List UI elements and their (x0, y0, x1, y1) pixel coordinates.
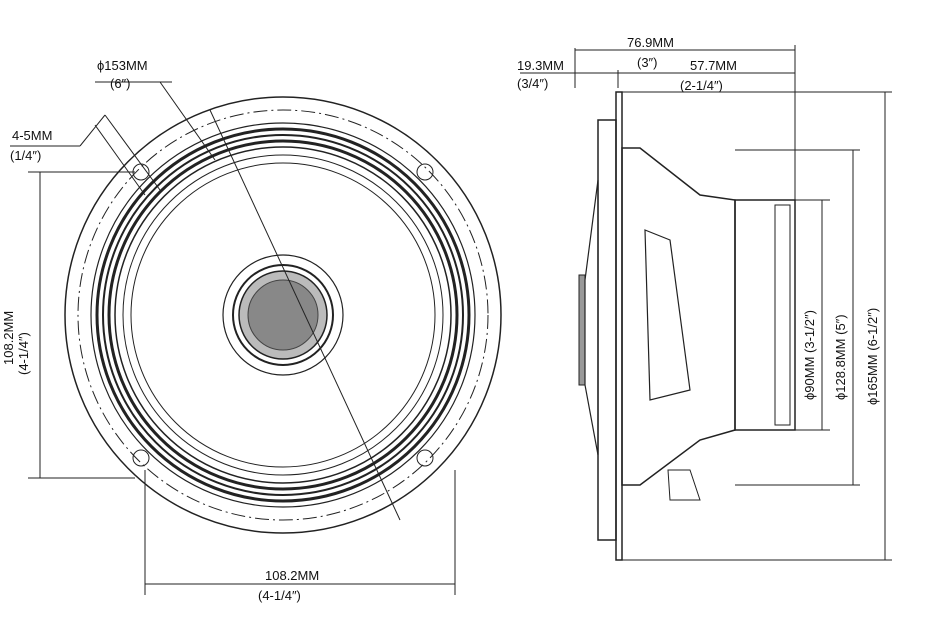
basket-diameter-inch: (5″) (833, 314, 848, 335)
magnet-diameter-inch: (3-1/2″) (802, 310, 817, 353)
basket-diameter-label: ϕ128.8MM (5″) (833, 314, 848, 400)
cutout-diameter-mm: ϕ153MM (97, 58, 148, 73)
side-dimension-lines (520, 45, 892, 561)
mount-depth-inch: (1/4″) (10, 148, 42, 163)
front-protrusion-mm: 19.3MM (517, 58, 564, 73)
magnet-diameter-label: ϕ90MM (3-1/2″) (802, 310, 817, 400)
horizontal-spacing-mm: 108.2MM (265, 568, 320, 583)
side-view (578, 91, 796, 561)
outer-diameter-mm: ϕ165MM (865, 354, 880, 405)
front-dimension-lines (10, 81, 456, 595)
total-depth-mm: 76.9MM (627, 35, 674, 50)
front-view (64, 96, 502, 534)
cutout-diameter-inch: (6″) (110, 76, 131, 91)
vertical-spacing-inch: (4-1/4″) (16, 332, 31, 375)
front-protrusion-inch: (3/4″) (517, 76, 549, 91)
magnet-diameter-mm: ϕ90MM (802, 356, 817, 400)
total-depth-inch: (3″) (637, 55, 658, 70)
outer-diameter-inch: (6-1/2″) (865, 307, 880, 351)
vertical-spacing-mm: 108.2MM (1, 310, 16, 365)
outer-diameter-label: ϕ165MM (6-1/2″) (865, 308, 880, 405)
horizontal-spacing-inch: (4-1/4″) (258, 588, 301, 603)
mount-depth-side-mm: 57.7MM (690, 58, 737, 73)
mount-depth-mm: 4-5MM (12, 128, 53, 143)
mount-depth-side-inch: (2-1/4″) (680, 78, 723, 93)
basket-diameter-mm: ϕ128.8MM (833, 338, 848, 400)
